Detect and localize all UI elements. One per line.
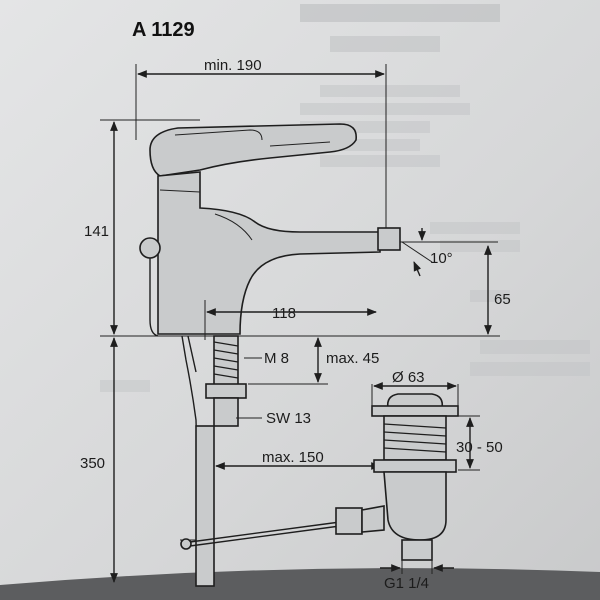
spout-reach-dimension: 118 bbox=[204, 300, 377, 340]
spout-height-dimension: 65 bbox=[484, 245, 511, 335]
drain-thread-label: G1 1/4 bbox=[384, 575, 429, 592]
pipe-length-dimension: 350 bbox=[80, 337, 118, 583]
drain-range-dimension: 30 - 50 bbox=[456, 415, 503, 471]
drain-assembly bbox=[180, 393, 459, 561]
drain-diameter-label: Ø 63 bbox=[392, 369, 425, 386]
pipe-length-label: 350 bbox=[80, 455, 105, 472]
angle-label: 10° bbox=[430, 250, 453, 267]
thread-max-label: max. 45 bbox=[326, 350, 379, 367]
drain-diameter-dimension: Ø 63 bbox=[371, 369, 459, 408]
drain-thread-dimension: G1 1/4 bbox=[380, 558, 454, 592]
wrench-label: SW 13 bbox=[266, 410, 311, 427]
height-dimension: 141 bbox=[84, 119, 200, 335]
rod-dimension: max. 150 bbox=[215, 449, 381, 470]
drain-range-label: 30 - 50 bbox=[456, 439, 503, 456]
faucet-body bbox=[139, 123, 401, 337]
angle-indicator: 10° bbox=[400, 228, 498, 277]
wrench-size: SW 13 bbox=[236, 410, 311, 427]
spout-reach-label: 118 bbox=[272, 305, 296, 322]
width-dimension: min. 190 bbox=[135, 57, 387, 230]
rod-max-label: max. 150 bbox=[262, 449, 324, 466]
width-min-label: min. 190 bbox=[204, 57, 262, 74]
mounting-assembly bbox=[180, 335, 247, 587]
height-label: 141 bbox=[84, 223, 109, 240]
spout-height-label: 65 bbox=[494, 291, 511, 308]
thread-dimension: M 8 max. 45 bbox=[244, 335, 379, 385]
paper-edge bbox=[0, 568, 600, 600]
thread-label: M 8 bbox=[264, 350, 289, 367]
model-title: A 1129 bbox=[132, 19, 195, 41]
